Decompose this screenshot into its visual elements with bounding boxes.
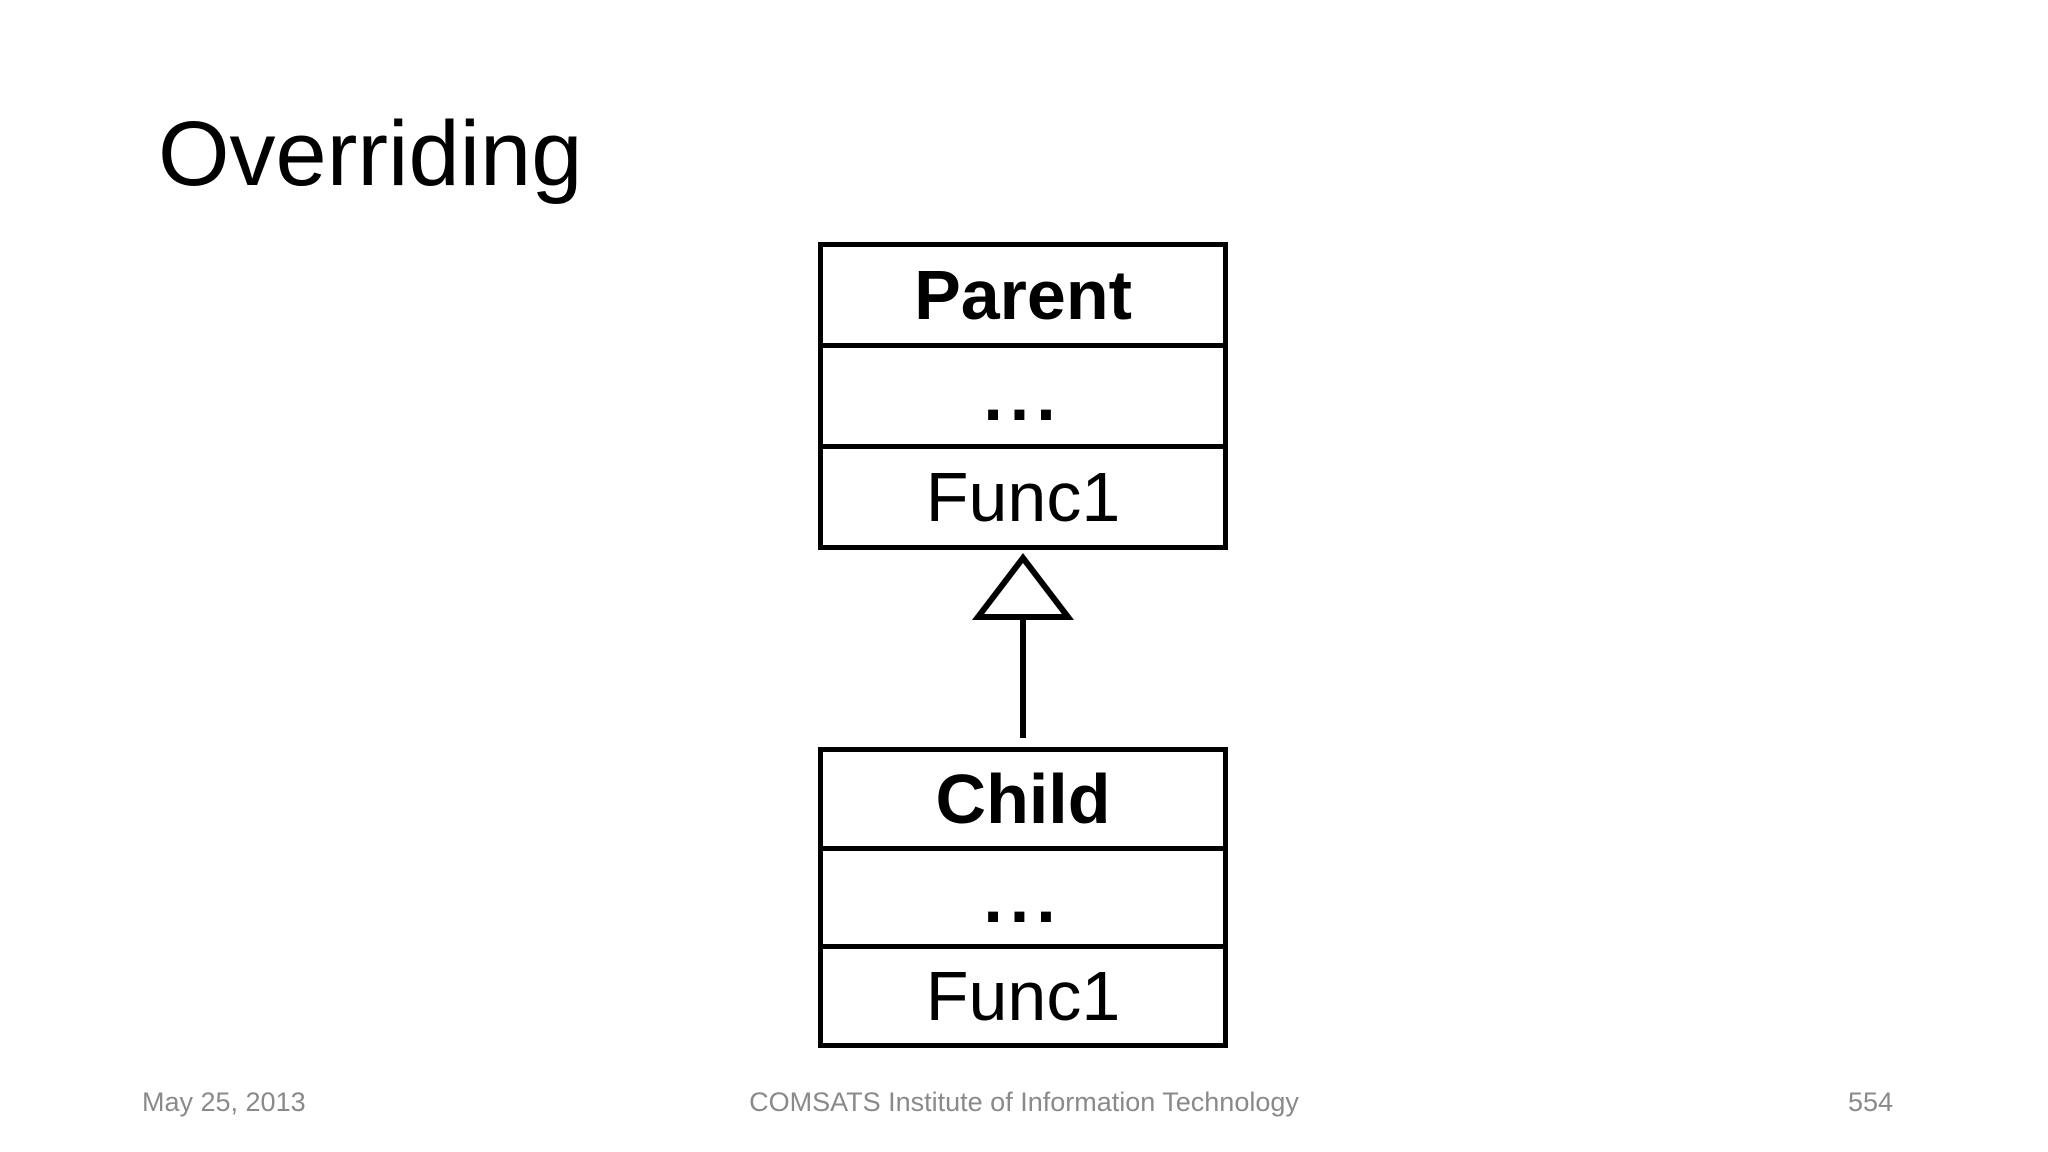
parent-member-ellipsis: ... [823,343,1223,444]
footer-page-number: 554 [1847,1087,1893,1117]
slide-title: Overriding [158,103,583,205]
uml-class-parent: Parent ... Func1 [818,242,1228,550]
parent-class-name: Parent [914,256,1132,334]
uml-class-child: Child ... Func1 [818,747,1228,1048]
child-member-func1: Func1 [823,944,1223,1043]
inheritance-arrow [971,553,1075,738]
footer-date: May 25, 2013 [142,1087,306,1117]
footer-institution: COMSATS Institute of Information Technol… [749,1087,1299,1117]
child-member-ellipsis: ... [823,845,1223,945]
arrow-head-hollow-triangle-icon [971,553,1075,620]
child-class-name: Child [935,759,1111,838]
parent-member-func1: Func1 [823,444,1223,545]
